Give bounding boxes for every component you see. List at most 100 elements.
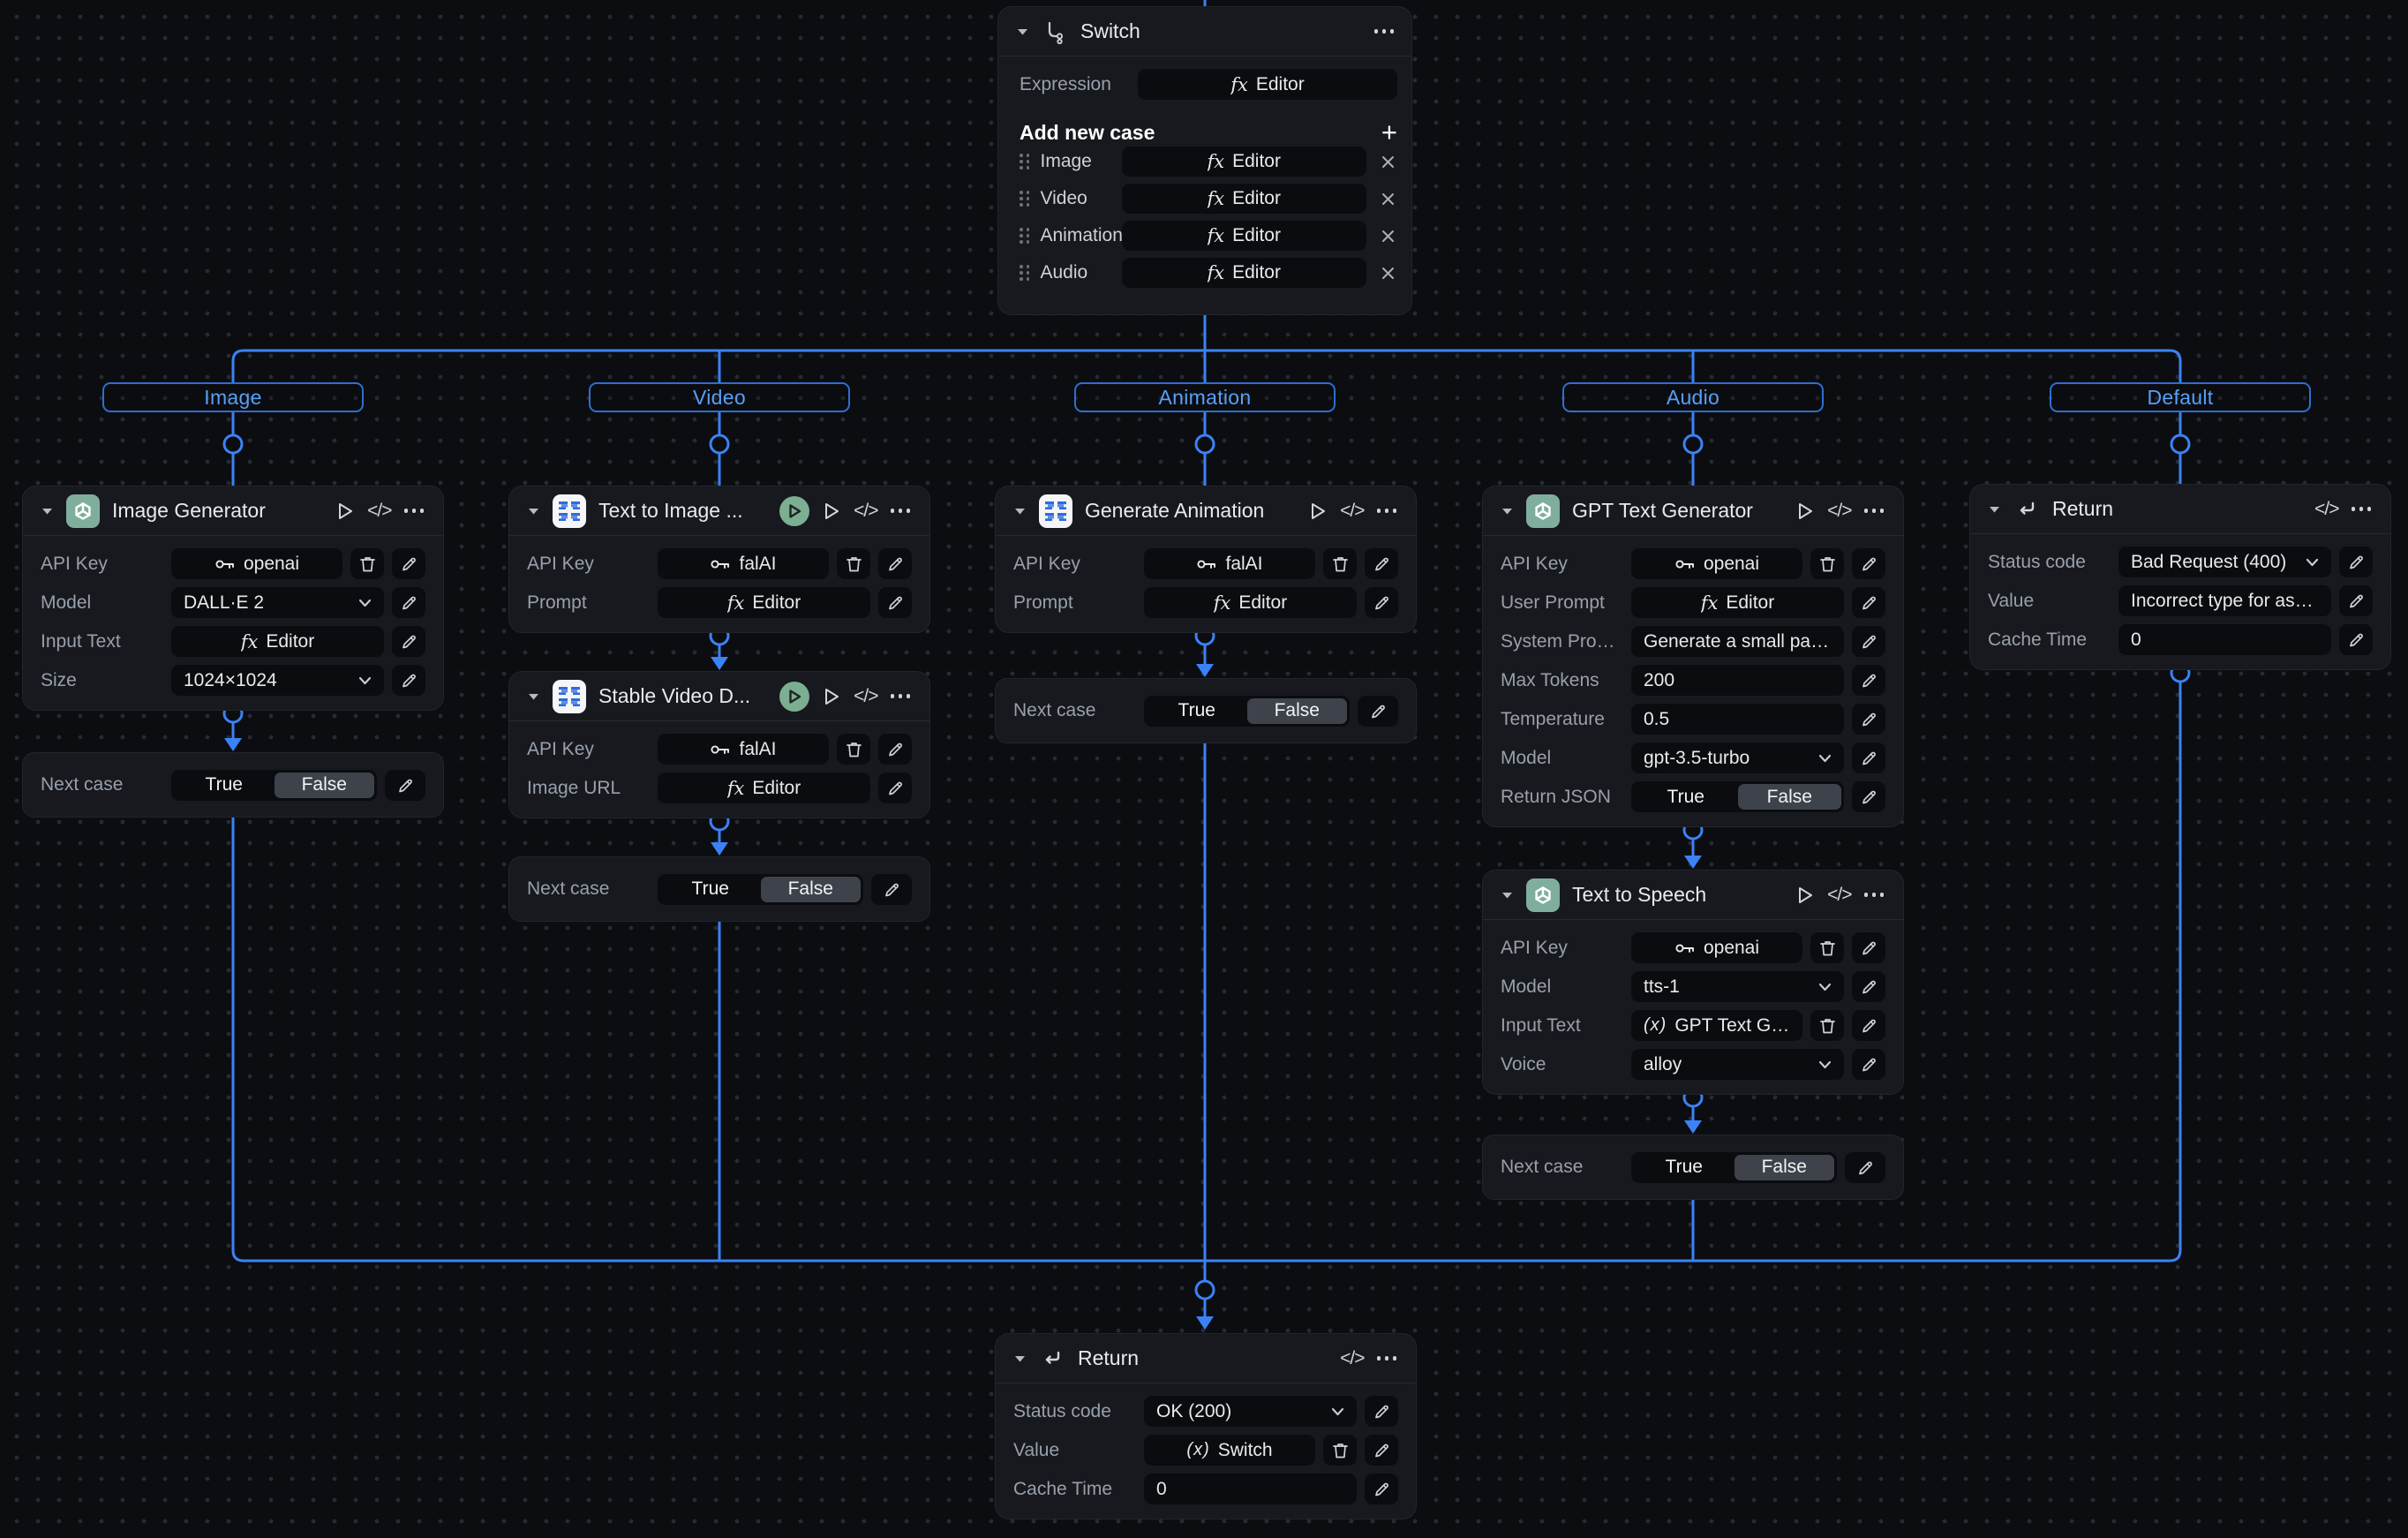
menu-dots-icon[interactable] [2351,507,2371,511]
pencil-button[interactable] [1852,704,1885,735]
next-case-node-animation[interactable]: Next case True False [995,678,1417,743]
menu-dots-icon[interactable] [1863,509,1884,513]
true-false-toggle[interactable]: True False [1144,695,1350,727]
pencil-button[interactable] [878,548,912,579]
menu-dots-icon[interactable] [1863,893,1884,897]
trash-button[interactable] [837,548,870,579]
next-case-node-image[interactable]: Next case True False [22,752,444,818]
close-icon[interactable] [1378,155,1397,170]
code-icon[interactable]: </> [1340,500,1365,521]
node-card-text-to-image[interactable]: Text to Image ... </> API Key falAI Prom… [508,486,930,633]
pencil-button[interactable] [871,873,912,905]
text-pill[interactable]: 200 [1631,665,1844,696]
api-key-pill[interactable]: openai [1631,548,1802,579]
api-key-pill[interactable]: falAI [1144,548,1315,579]
collapse-chevron-icon[interactable] [1016,27,1029,36]
pencil-button[interactable] [1358,695,1398,727]
select-pill[interactable]: gpt-3.5-turbo [1631,743,1844,773]
editor-pill[interactable]: ƒx Editor [1121,258,1366,288]
pencil-button[interactable] [1852,587,1885,618]
toggle-false[interactable]: False [274,772,374,798]
collapse-chevron-icon[interactable] [1013,507,1027,516]
toggle-true[interactable]: True [691,878,729,899]
collapse-chevron-icon[interactable] [1013,1354,1027,1363]
pencil-button[interactable] [1365,1396,1398,1427]
select-pill[interactable]: OK (200) [1144,1396,1357,1427]
play-icon[interactable] [822,501,841,521]
toggle-false[interactable]: False [760,876,861,902]
node-card-text-to-speech[interactable]: Text to Speech </> API Key openai Model … [1482,870,1904,1095]
toggle-true[interactable]: True [1665,1157,1703,1177]
node-card-image-generator[interactable]: Image Generator </> API Key openai Model… [22,486,444,711]
play-green-icon[interactable] [779,681,810,712]
code-icon[interactable]: </> [2314,498,2339,519]
api-key-pill[interactable]: openai [171,548,342,579]
select-pill[interactable]: Bad Request (400) [2118,547,2331,577]
toggle-true[interactable]: True [1667,786,1704,807]
pencil-button[interactable] [1365,587,1398,618]
node-card-return-main[interactable]: Return </> Status code OK (200) Value (x… [995,1333,1417,1519]
editor-pill[interactable]: ƒx Editor [1121,184,1366,214]
editor-pill[interactable]: ƒx Editor [1121,147,1366,177]
api-key-pill[interactable]: falAI [658,734,829,765]
api-key-pill[interactable]: falAI [658,548,829,579]
trash-button[interactable] [1810,548,1844,579]
code-icon[interactable]: </> [1827,500,1852,521]
play-icon[interactable] [335,501,355,521]
branch-label-audio[interactable]: Audio [1562,382,1824,412]
trash-button[interactable] [1323,1435,1357,1466]
pencil-button[interactable] [1852,1010,1885,1041]
text-pill[interactable]: Generate a small paragr... [1631,626,1844,657]
branch-label-animation[interactable]: Animation [1074,382,1336,412]
pencil-button[interactable] [1852,626,1885,657]
menu-dots-icon[interactable] [1376,509,1396,513]
play-icon[interactable] [822,687,841,706]
select-pill[interactable]: alloy [1631,1049,1844,1080]
drag-handle-icon[interactable] [1020,191,1030,207]
play-green-icon[interactable] [779,495,810,526]
play-icon[interactable] [1795,501,1815,521]
api-key-pill[interactable]: openai [1631,932,1802,963]
select-pill[interactable]: tts-1 [1631,971,1844,1002]
collapse-chevron-icon[interactable] [1988,505,2001,514]
pencil-button[interactable] [1852,781,1885,812]
node-card-stable-video[interactable]: Stable Video D... </> API Key falAI Imag… [508,671,930,818]
collapse-chevron-icon[interactable] [1501,891,1514,900]
select-pill[interactable]: DALL·E 2 [171,587,384,618]
menu-dots-icon[interactable] [403,509,424,513]
pencil-button[interactable] [1852,971,1885,1002]
trash-button[interactable] [1323,548,1357,579]
branch-label-image[interactable]: Image [102,382,364,412]
variable-pill[interactable]: (x)Switch [1144,1435,1315,1466]
close-icon[interactable] [1378,266,1397,281]
editor-pill[interactable]: ƒx Editor [1121,221,1366,251]
true-false-toggle[interactable]: True False [171,769,377,801]
play-icon[interactable] [1795,886,1815,905]
close-icon[interactable] [1378,229,1397,244]
pencil-button[interactable] [2339,624,2373,655]
pencil-button[interactable] [392,587,425,618]
branch-label-default[interactable]: Default [2050,382,2311,412]
drag-handle-icon[interactable] [1020,154,1030,170]
collapse-chevron-icon[interactable] [527,507,540,516]
plus-icon[interactable]: + [1381,117,1397,147]
text-pill[interactable]: 0 [2118,624,2331,655]
menu-dots-icon[interactable] [890,694,910,698]
select-pill[interactable]: 1024×1024 [171,665,384,696]
editor-pill[interactable]: ƒx Editor [1138,69,1397,100]
pencil-button[interactable] [1365,548,1398,579]
pencil-button[interactable] [878,587,912,618]
collapse-chevron-icon[interactable] [527,692,540,701]
code-icon[interactable]: </> [854,500,878,521]
switch-node[interactable]: Switch Expression ƒx Editor Add new case… [997,6,1412,315]
next-case-node-audio[interactable]: Next case True False [1482,1135,1904,1200]
pencil-button[interactable] [1852,932,1885,963]
pencil-button[interactable] [2339,547,2373,577]
node-card-gpt-text-generator[interactable]: GPT Text Generator </> API Key openai Us… [1482,486,1904,827]
pencil-button[interactable] [1365,1474,1398,1504]
